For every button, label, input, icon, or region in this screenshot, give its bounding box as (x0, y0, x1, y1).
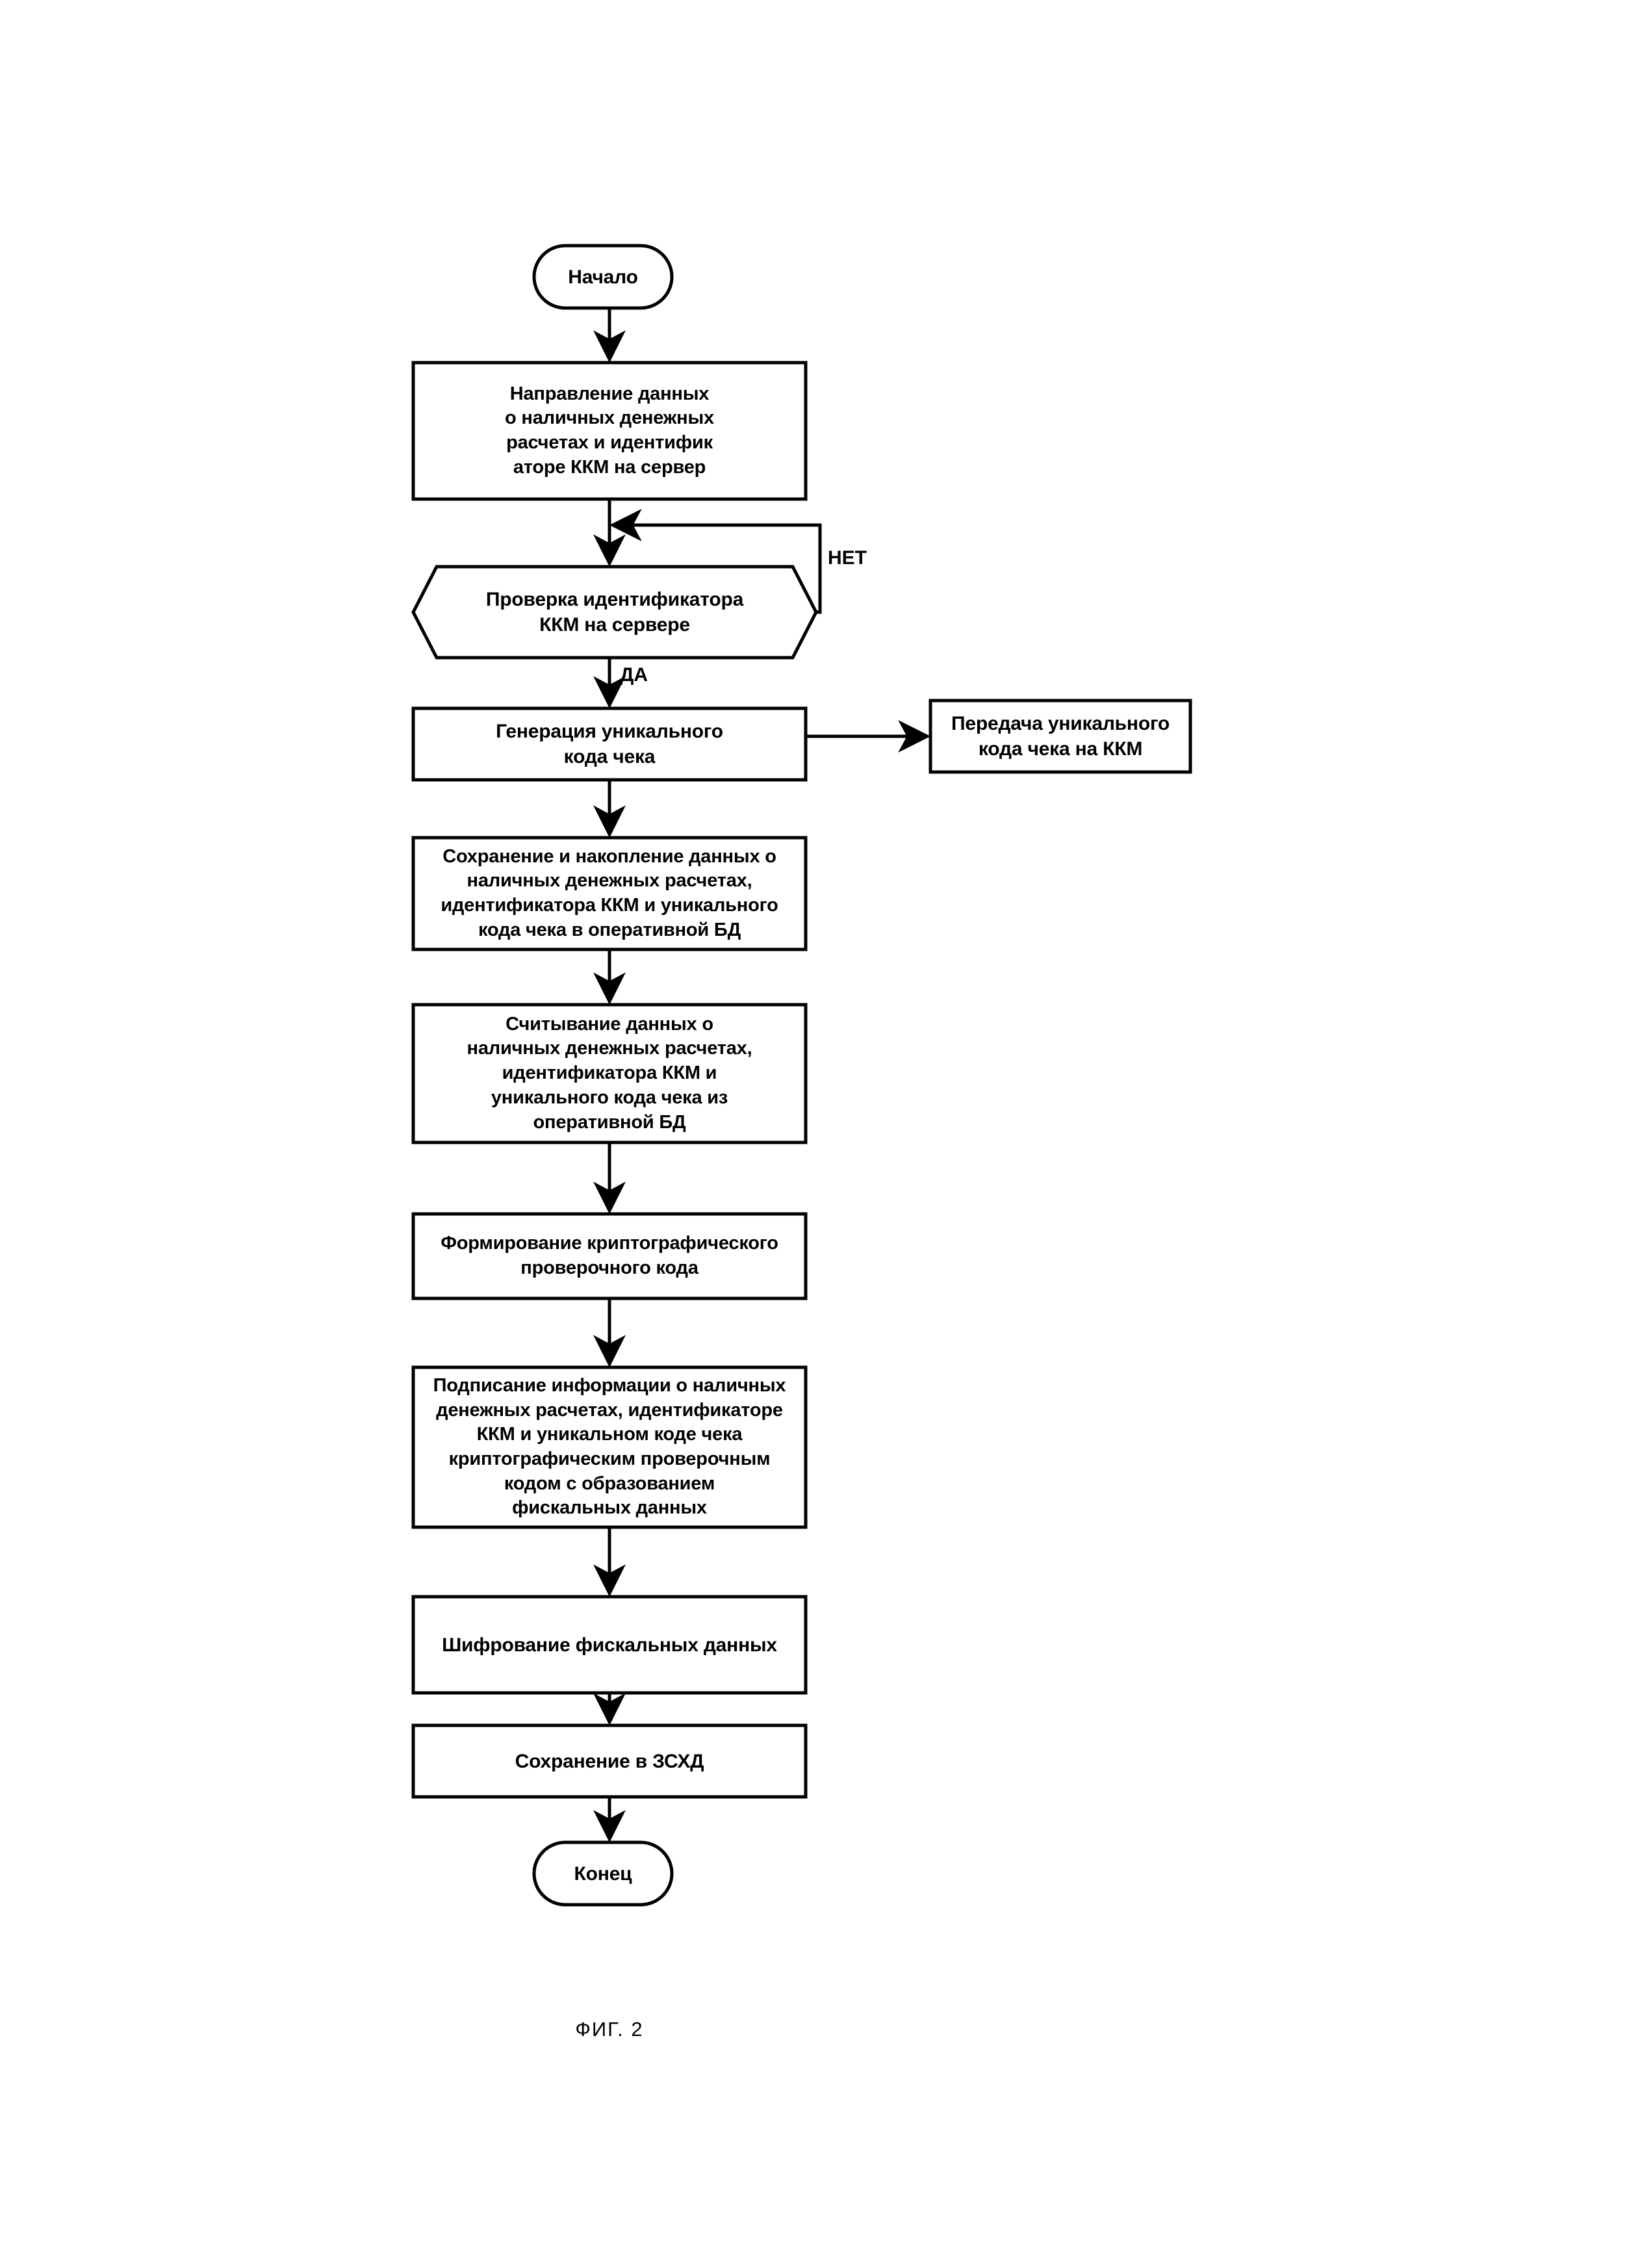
node-shape-read-data (411, 1003, 808, 1144)
node-shape-start (532, 244, 674, 310)
node-shape-end (532, 1840, 674, 1907)
node-shape-transfer-code (929, 699, 1192, 774)
node-shape-check-id (411, 565, 818, 660)
edge-label-no: НЕТ (828, 547, 867, 569)
figure-caption: ФИГ. 2 (575, 2018, 644, 2041)
edge-label-yes: ДА (620, 664, 648, 686)
node-shape-encrypt (411, 1595, 808, 1695)
edge-check-no-loop (609, 509, 822, 614)
node-shape-save-zshd (411, 1723, 808, 1799)
node-shape-generate-code (411, 706, 808, 782)
node-shape-sign-info (411, 1365, 808, 1529)
node-shape-send-data (411, 361, 808, 501)
node-shape-store-accumulate (411, 836, 808, 951)
node-shape-form-crypto-code (411, 1212, 808, 1300)
